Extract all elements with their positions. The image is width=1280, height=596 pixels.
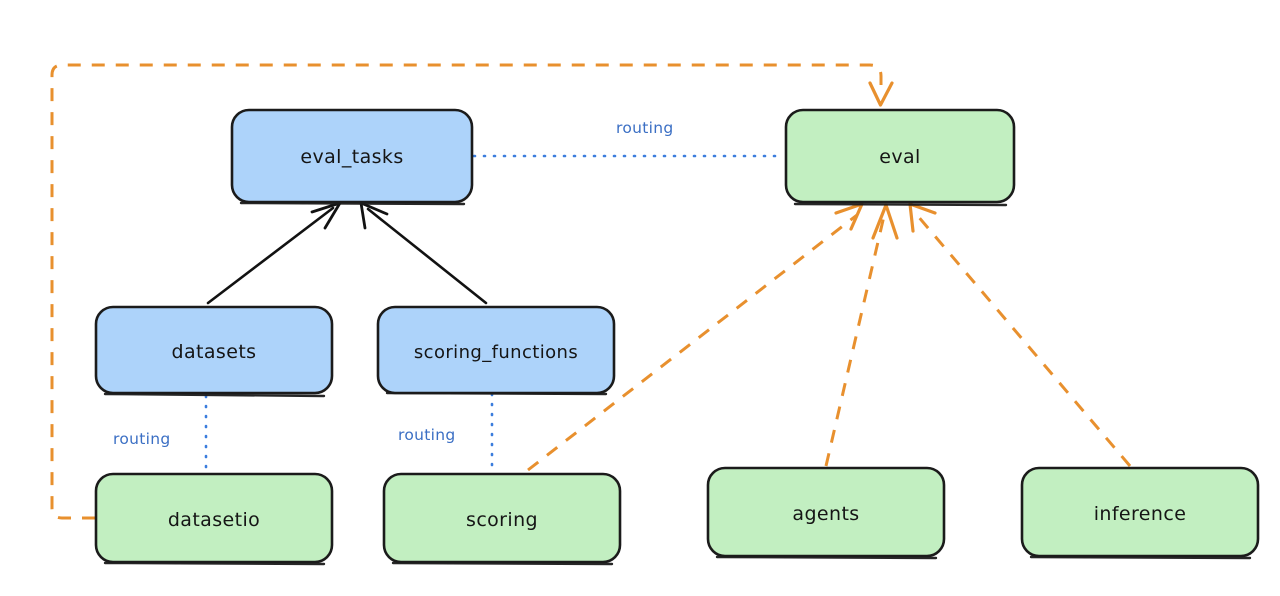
edge-datasetio-to-eval-arrowhead <box>868 81 894 107</box>
node-eval[interactable]: eval <box>784 108 1016 207</box>
node-datasets-shadow <box>103 392 326 398</box>
edge-datasets-to-eval-tasks-arrowhead <box>310 201 342 230</box>
node-agents-label: agents <box>792 503 859 525</box>
node-scoring[interactable]: scoring <box>382 472 622 566</box>
node-scoring-functions-label: scoring_functions <box>414 342 578 363</box>
node-agents-shape <box>706 466 946 558</box>
node-eval-shadow <box>793 202 1008 207</box>
edge-inference-to-eval <box>908 202 1132 467</box>
node-scoring-functions-shape <box>376 305 616 395</box>
node-inference-label: inference <box>1094 503 1187 525</box>
edge-scoring-to-eval-line <box>527 213 858 472</box>
node-eval-shape <box>784 108 1016 204</box>
edge-datasets-to-eval-tasks <box>206 201 342 305</box>
node-inference[interactable]: inference <box>1020 466 1260 560</box>
node-datasetio[interactable]: datasetio <box>94 472 334 566</box>
node-datasetio-label: datasetio <box>168 509 260 531</box>
node-inference-shape <box>1020 466 1260 558</box>
edge-inference-to-eval-arrowhead <box>908 202 937 233</box>
edge-agents-to-eval <box>824 203 899 467</box>
node-scoring-label: scoring <box>466 509 538 531</box>
edge-datasetio-to-eval <box>50 63 894 520</box>
node-eval-tasks-label: eval_tasks <box>300 146 403 168</box>
node-datasetio-shape <box>94 472 334 564</box>
edge-label-routing-datasets: routing <box>113 430 171 448</box>
node-datasets[interactable]: datasets <box>94 305 334 398</box>
edge-label-routing-eval-tasks: routing <box>616 119 674 137</box>
node-datasets-shape <box>94 305 334 395</box>
edge-agents-to-eval-arrowhead <box>871 203 899 240</box>
edge-label-routing-scoring: routing <box>398 426 456 444</box>
node-eval-label: eval <box>879 146 920 168</box>
edge-datasetio-to-eval-line <box>50 63 883 520</box>
node-scoring-shape <box>382 472 622 564</box>
node-scoring-functions[interactable]: scoring_functions <box>376 305 616 396</box>
edge-scoring-to-eval-arrowhead <box>834 202 864 231</box>
node-eval-tasks[interactable]: eval_tasks <box>230 108 474 206</box>
edge-agents-to-eval-line <box>824 215 886 467</box>
node-datasets-label: datasets <box>172 341 257 363</box>
edge-inference-to-eval-line <box>915 214 1132 467</box>
edge-scoring-functions-to-eval-tasks-arrowhead <box>359 201 389 230</box>
edge-scoring-functions-to-eval-tasks-line <box>366 207 488 305</box>
node-agents[interactable]: agents <box>706 466 946 560</box>
edge-datasets-to-eval-tasks-line <box>206 206 335 305</box>
edge-scoring-functions-to-eval-tasks <box>359 201 488 305</box>
node-eval-tasks-shape <box>230 108 474 204</box>
